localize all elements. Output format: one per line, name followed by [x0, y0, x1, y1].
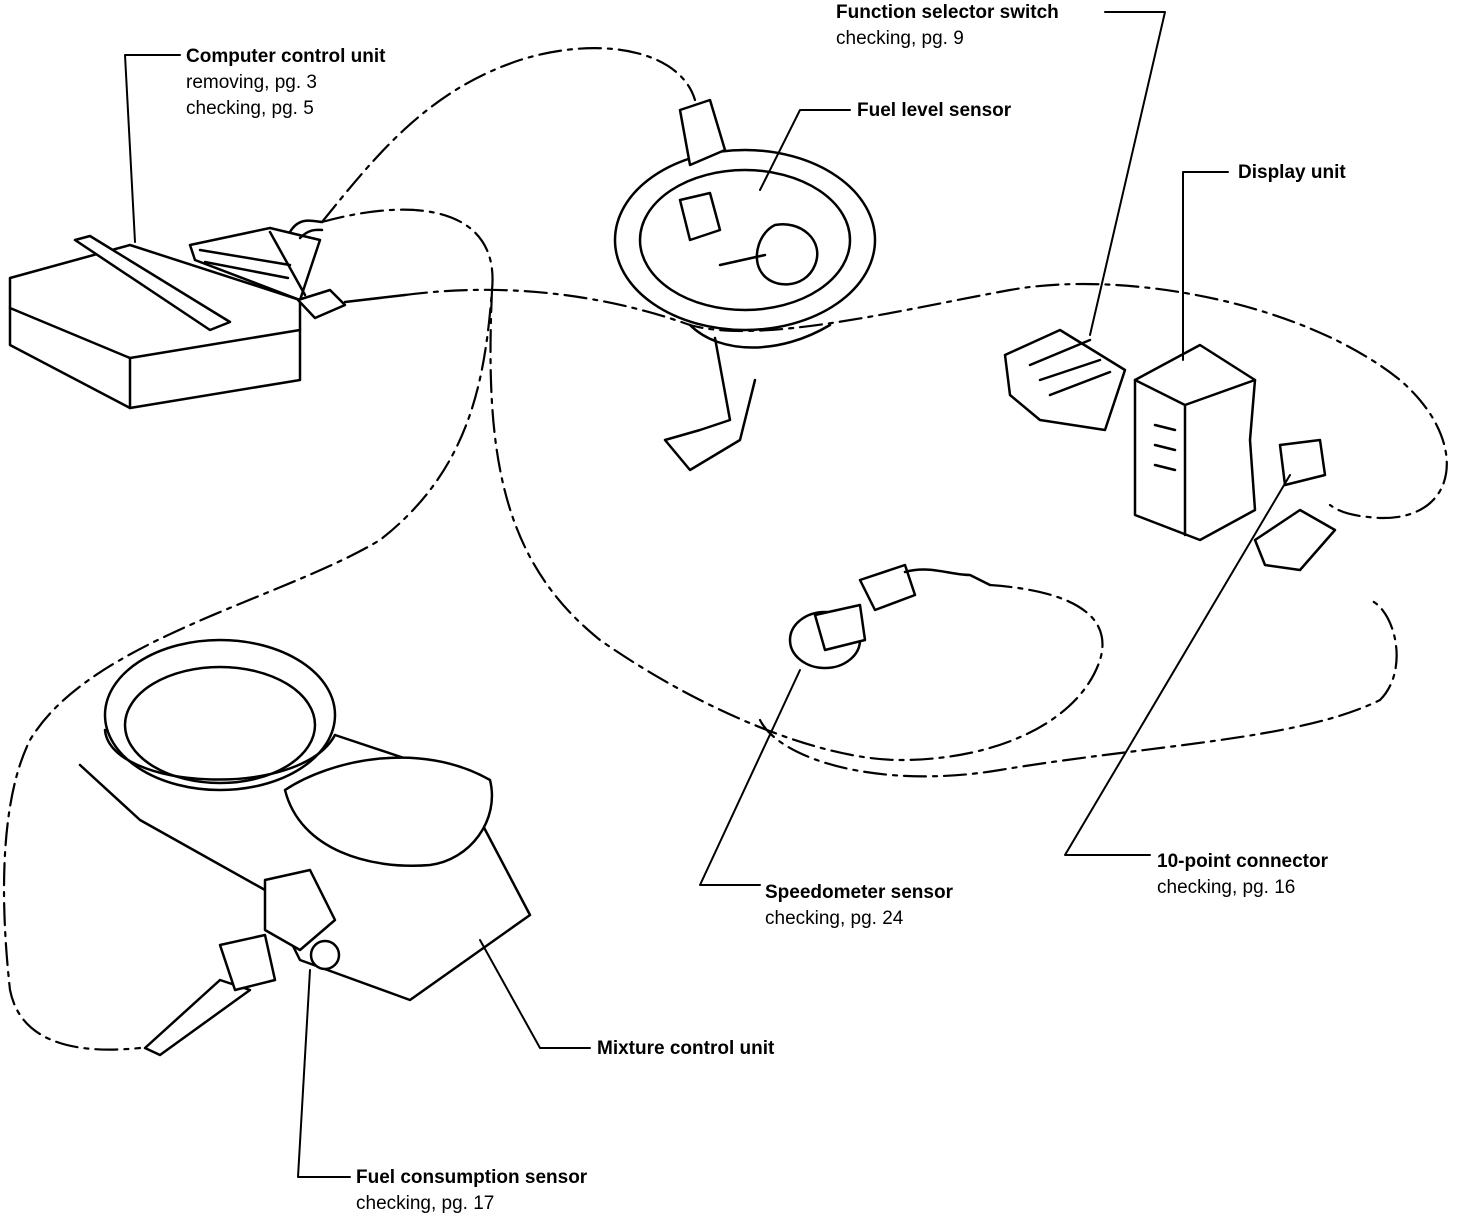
function-selector-switch-drawing — [1003, 328, 1127, 432]
speedometer-sensor-title: Speedometer sensor — [765, 882, 953, 903]
label-ten-point-connector: 10-point connector checking, pg. 16 — [1157, 849, 1328, 901]
mixture-control-unit-title: Mixture control unit — [597, 1038, 775, 1059]
computer-control-unit-ref-1: removing, pg. 3 — [186, 72, 317, 93]
wiring-harness — [2, 47, 1448, 1051]
ten-point-connector-title: 10-point connector — [1157, 851, 1329, 872]
computer-control-unit-ref-2: checking, pg. 5 — [186, 98, 314, 119]
fuel-level-sensor-drawing — [613, 98, 877, 472]
label-display-unit: Display unit — [1238, 160, 1346, 186]
computer-control-unit-title: Computer control unit — [186, 46, 386, 67]
label-fuel-level-sensor: Fuel level sensor — [857, 98, 1011, 124]
label-function-selector-switch: Function selector switch checking, pg. 9 — [836, 0, 1059, 52]
fuel-consumption-sensor-ref: checking, pg. 17 — [356, 1193, 495, 1214]
function-selector-switch-title: Function selector switch — [836, 2, 1059, 23]
speedometer-sensor-drawing — [788, 563, 992, 670]
mixture-control-unit-drawing — [78, 638, 532, 1057]
fuel-consumption-sensor-title: Fuel consumption sensor — [356, 1167, 588, 1188]
display-unit-drawing — [1133, 343, 1337, 572]
label-mixture-control-unit: Mixture control unit — [597, 1036, 774, 1062]
display-unit-title: Display unit — [1238, 162, 1346, 183]
leader-lines — [124, 11, 1291, 1178]
speedometer-sensor-ref: checking, pg. 24 — [765, 908, 904, 929]
ten-point-connector-ref: checking, pg. 16 — [1157, 877, 1296, 898]
fuel-level-sensor-title: Fuel level sensor — [857, 100, 1012, 121]
label-fuel-consumption-sensor: Fuel consumption sensor checking, pg. 17 — [356, 1165, 587, 1217]
function-selector-switch-ref: checking, pg. 9 — [836, 28, 964, 49]
computer-control-unit-drawing — [8, 219, 407, 410]
label-speedometer-sensor: Speedometer sensor checking, pg. 24 — [765, 880, 953, 932]
label-computer-control-unit: Computer control unit removing, pg. 3 ch… — [186, 44, 385, 122]
